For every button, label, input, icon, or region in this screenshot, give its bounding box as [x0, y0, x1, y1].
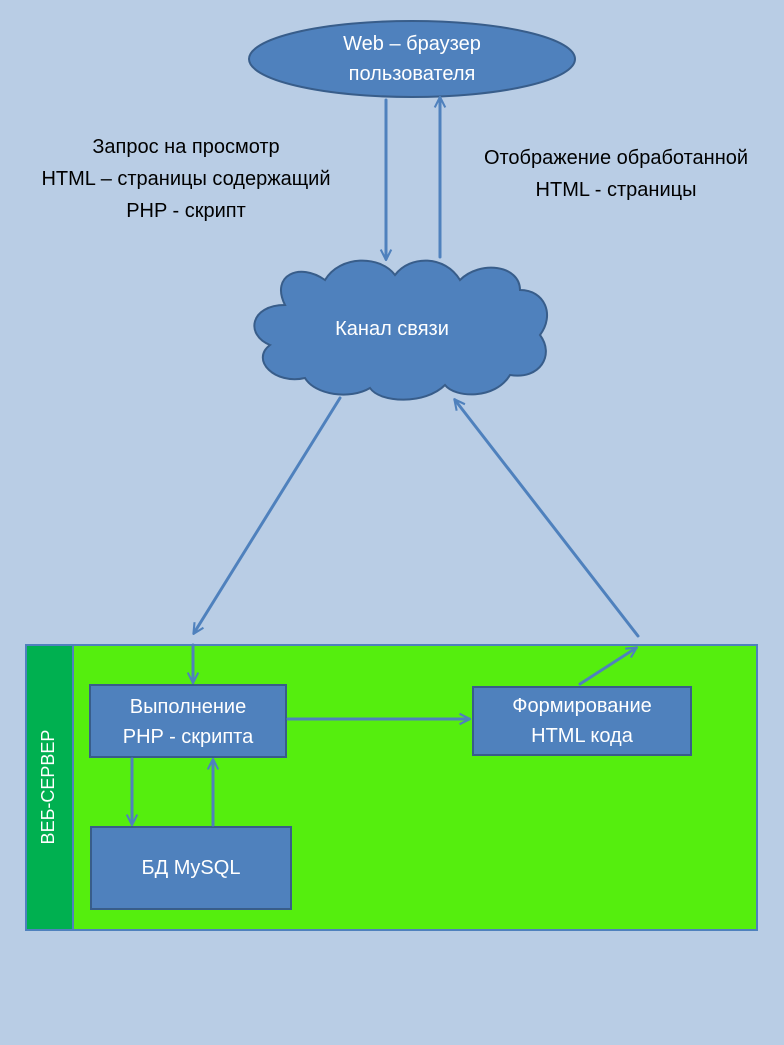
server-sidebar [25, 644, 74, 931]
browser-label-line1: Web – браузер [343, 33, 481, 55]
response-label-line1: Отображение обработанной [483, 147, 749, 169]
channel-label: Канал связи [335, 318, 449, 340]
browser-node [248, 20, 576, 98]
request-label-line3: PHP - скрипт [126, 200, 246, 222]
db-label: БД MySQL [141, 857, 241, 879]
response-label: Отображение обработанной HTML - страницы [448, 142, 784, 206]
channel-cloud-icon [253, 259, 549, 401]
php-exec-node [89, 684, 287, 758]
arrow-channel-to-server [194, 396, 342, 633]
php-exec-label-line2: PHP - скрипта [122, 726, 254, 748]
html-form-label-line2: HTML кода [531, 725, 633, 747]
arrow-html-to-exit [578, 648, 636, 686]
db-node [90, 826, 292, 910]
arrow-server-to-channel [455, 400, 640, 638]
html-form-label: Формирование HTML кода [473, 691, 691, 751]
response-label-line2: HTML - страницы [535, 179, 697, 201]
request-label-line2: HTML – страницы содержащий [41, 168, 331, 190]
browser-label: Web – браузер пользователя [312, 29, 512, 89]
html-form-node [472, 686, 692, 756]
php-exec-label-line1: Выполнение [129, 696, 247, 718]
server-label: ВЕБ-СЕРВЕР [38, 729, 58, 845]
html-form-label-line1: Формирование [512, 695, 652, 717]
browser-label-line2: пользователя [348, 63, 476, 85]
php-exec-label: Выполнение PHP - скрипта [90, 692, 286, 752]
request-label-line1: Запрос на просмотр [92, 136, 280, 158]
request-label: Запрос на просмотр HTML – страницы содер… [0, 131, 372, 227]
